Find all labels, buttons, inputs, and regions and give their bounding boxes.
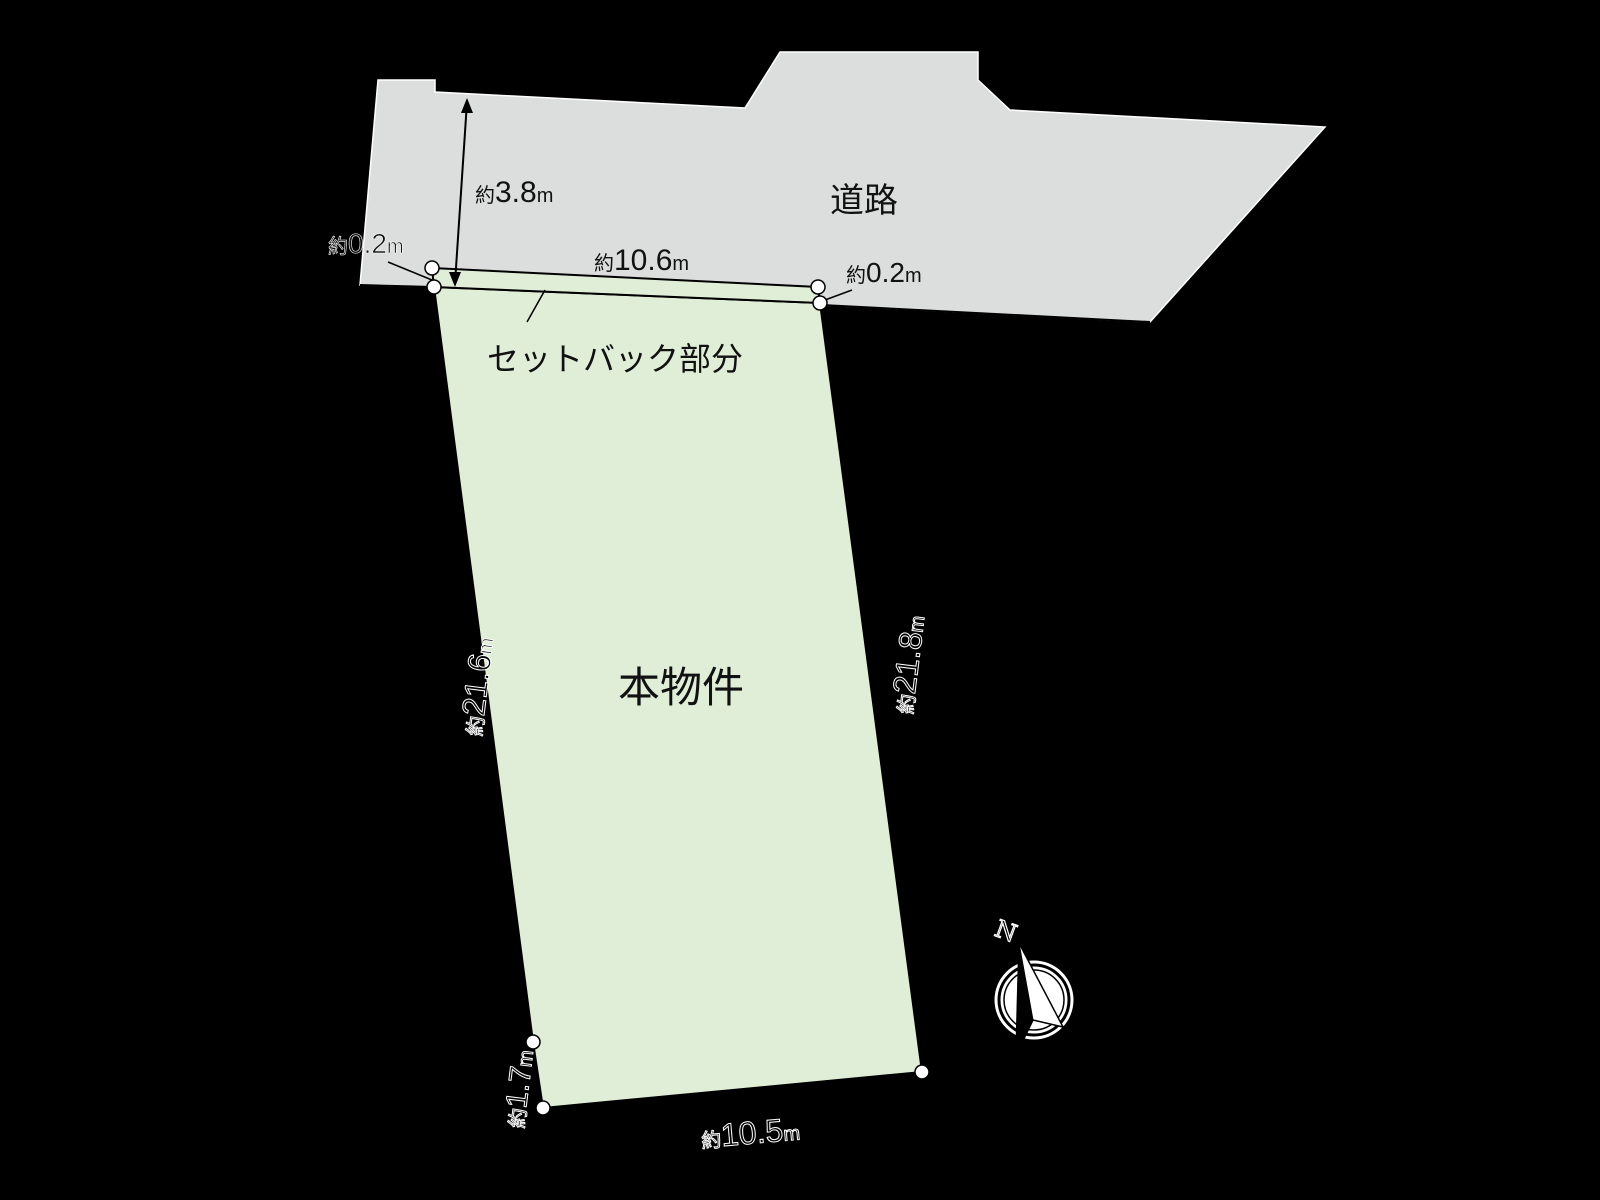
setback-label: セットバック部分: [487, 340, 743, 378]
right-offset-leader: [824, 289, 853, 301]
road-width-arrow: [449, 98, 473, 287]
marker-icon: [525, 1034, 541, 1050]
marker-icon: [914, 1064, 930, 1080]
road-edge-line-left: [359, 284, 435, 288]
north-label: N: [991, 915, 1020, 948]
marker-icon: [424, 260, 440, 276]
marker-icon: [812, 295, 828, 311]
svg-text:約10.5m: 約10.5m: [699, 1110, 801, 1154]
frontage-label: 約10.6m: [594, 244, 689, 277]
corner-side-label: 約1.7m: [498, 1048, 540, 1130]
marker-icon: [426, 279, 442, 295]
right-offset-label: 約0.2m: [846, 257, 922, 288]
road-width-label: 約3.8m: [475, 176, 553, 209]
setback-leader: [526, 289, 546, 323]
left-side-label: 約21.6m: [453, 635, 501, 738]
svg-text:約21.8m: 約21.8m: [884, 613, 932, 716]
svg-text:約21.6m: 約21.6m: [453, 635, 501, 738]
rear-label: 約10.5m: [699, 1110, 802, 1154]
left-offset-label: 約0.2m: [328, 228, 404, 259]
boundary-markers: [424, 260, 930, 1116]
svg-text:約1.7m: 約1.7m: [498, 1048, 540, 1130]
marker-icon: [535, 1100, 551, 1116]
marker-icon: [810, 279, 826, 295]
road-label: 道路: [830, 181, 898, 221]
left-offset-leader: [387, 261, 433, 281]
right-side-label: 約21.8m: [884, 613, 932, 716]
property-label: 本物件: [618, 663, 744, 712]
road-edge-line: [821, 304, 1151, 323]
north-arrow-icon: N: [991, 914, 1075, 1056]
